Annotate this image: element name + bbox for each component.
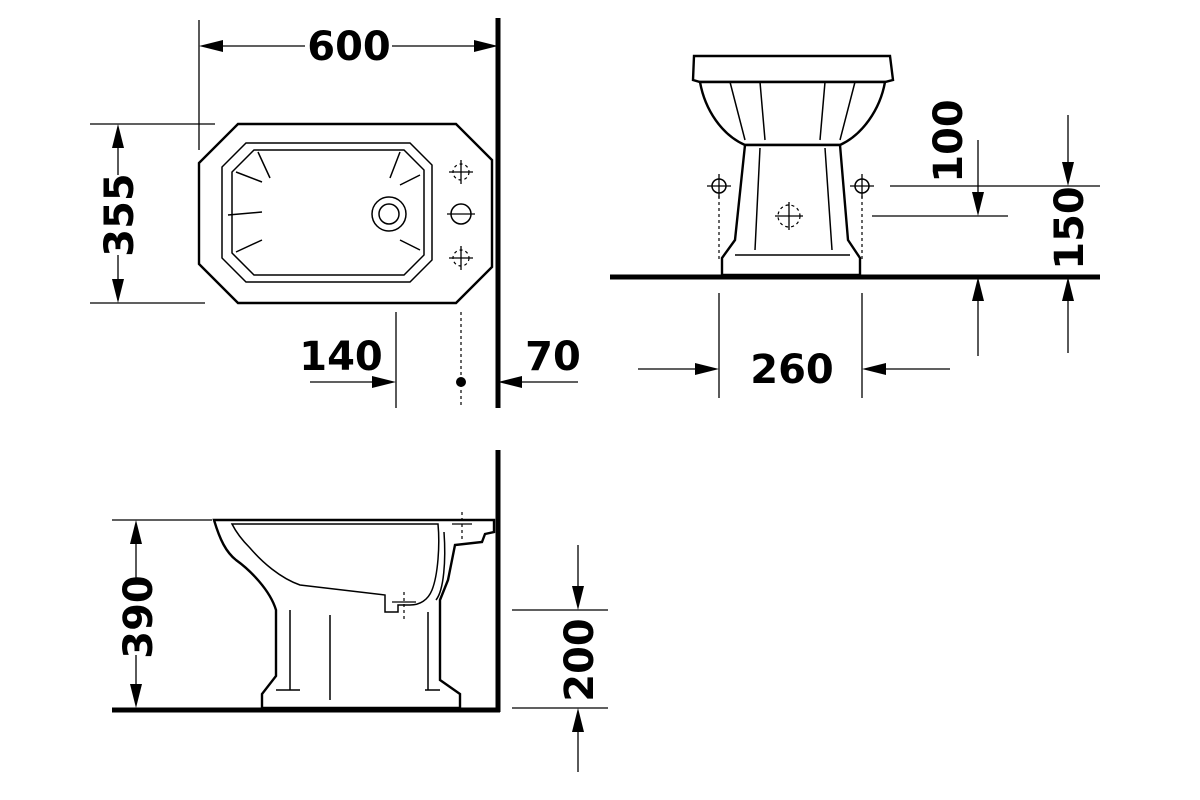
bidet-basin-top <box>221 142 433 283</box>
arrow-140 <box>372 376 396 388</box>
arrow-100-top <box>972 192 984 216</box>
arrow-200-bottom <box>572 708 584 732</box>
front-bowl-facets <box>729 81 856 141</box>
dot-70 <box>456 377 466 387</box>
drain-outer <box>371 196 407 232</box>
arrow-355-bottom <box>112 279 124 303</box>
arrow-150-bottom <box>1062 277 1074 301</box>
side-view: 390 200 <box>112 450 608 772</box>
dim-label-355: 355 <box>97 173 143 257</box>
arrow-260-right <box>862 363 886 375</box>
arrow-150-top <box>1062 162 1074 186</box>
arrow-355-top <box>112 124 124 148</box>
dim-label-600: 600 <box>307 24 391 70</box>
bidet-basin-inner <box>231 149 425 276</box>
front-pedestal-facets <box>735 147 850 256</box>
front-rim <box>691 54 895 84</box>
arrow-260-left <box>695 363 719 375</box>
top-view: 600 355 140 70 <box>90 18 581 408</box>
arrow-390-top <box>130 520 142 544</box>
arrow-600-right <box>474 40 498 52</box>
side-body-details <box>276 610 440 700</box>
dim-label-150: 150 <box>1047 186 1093 270</box>
side-bidet-body <box>212 518 496 710</box>
front-view: 260 100 150 <box>610 54 1100 398</box>
front-bowl <box>698 80 887 147</box>
arrow-600-left <box>199 40 223 52</box>
dim-label-100: 100 <box>926 99 972 183</box>
side-bowl-inner <box>230 523 440 613</box>
drain-inner <box>378 203 400 225</box>
side-bowl-inner2 <box>435 531 446 601</box>
dim-label-390: 390 <box>116 575 162 659</box>
dim-label-260: 260 <box>750 347 834 393</box>
arrow-100-bottom <box>972 277 984 301</box>
basin-facets <box>227 151 421 253</box>
dim-label-70: 70 <box>525 334 581 380</box>
front-pedestal <box>720 143 862 277</box>
arrow-70 <box>498 376 522 388</box>
bidet-outline-top <box>197 122 494 305</box>
arrow-200-top <box>572 586 584 610</box>
dim-label-200: 200 <box>557 618 603 702</box>
arrow-390-bottom <box>130 684 142 708</box>
dim-label-140: 140 <box>299 334 383 380</box>
